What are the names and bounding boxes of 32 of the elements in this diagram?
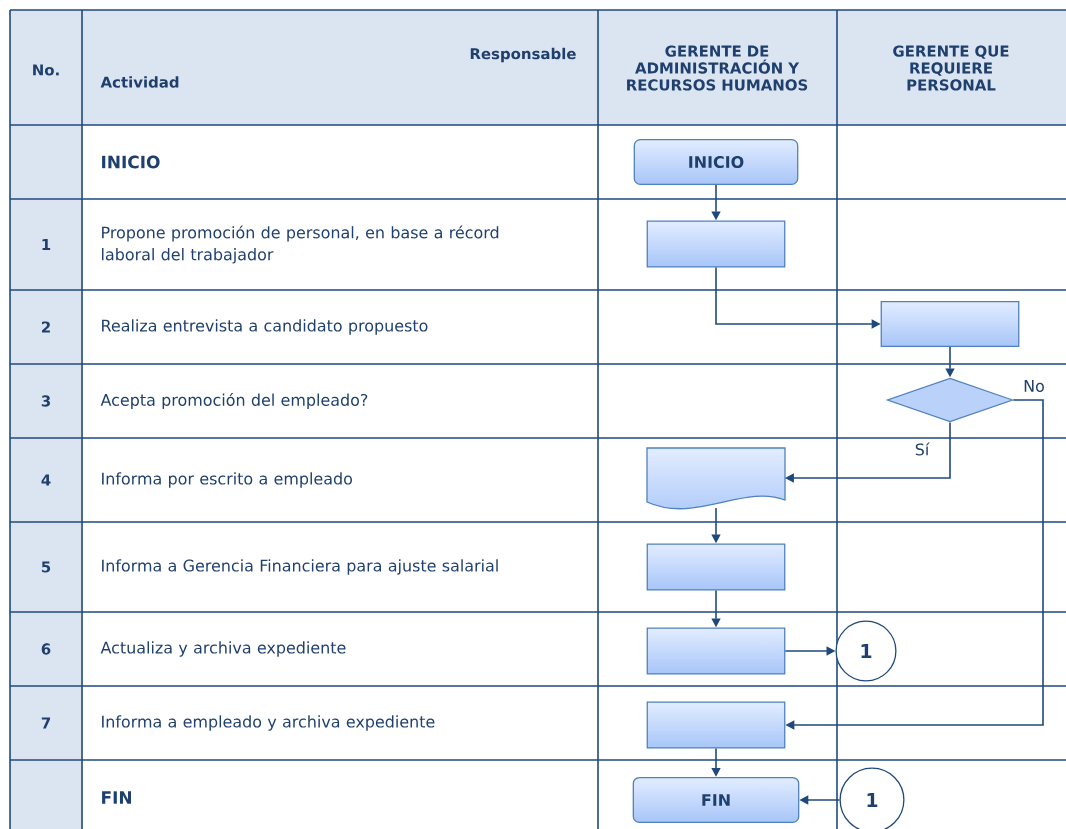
process-box (646, 220, 786, 268)
document-shape (646, 447, 786, 510)
column-header: Responsable (470, 47, 576, 63)
edge-label: Sí (913, 441, 931, 457)
activity-text: Informa por escrito a empleado (102, 472, 353, 488)
process-box (646, 627, 786, 675)
terminal-box: FIN (632, 776, 800, 824)
activity-text: INICIO (102, 155, 160, 169)
column-header: No. (33, 64, 59, 76)
activity-text: Acepta promoción del empleado? (100, 392, 368, 410)
row-number: 2 (42, 321, 50, 333)
process-box (646, 543, 786, 591)
row-number: 6 (41, 643, 51, 655)
row-number: 1 (42, 239, 51, 250)
activity-text: Informa a empleado y archiva expediente (102, 715, 435, 731)
activity-text: Realiza entrevista a candidato propuesto (102, 319, 428, 335)
process-box (646, 701, 786, 749)
edge-label: No (1022, 379, 1046, 393)
column-header: Actividad (100, 76, 179, 88)
column-header: GERENTE QUE REQUIERE PERSONAL (893, 45, 1009, 91)
row-number: 7 (41, 717, 50, 729)
column-header: GERENTE DE ADMINISTRACIÓN Y RECURSOS HUMANOS (627, 45, 808, 91)
activity-text: FIN (102, 791, 131, 804)
arrow (785, 421, 951, 483)
activity-text: Actualiza y archiva expediente (100, 641, 346, 657)
row-number: 4 (41, 474, 51, 486)
row-number: 5 (41, 561, 51, 573)
activity-text: Informa a Gerencia Financiera para ajuste salarial (102, 559, 498, 575)
process-box (880, 300, 1020, 348)
terminal-box: INICIO (633, 138, 799, 186)
activity-text: Propone promoción de personal, en base a récord laboral del trabajador (102, 225, 499, 264)
row-number: 3 (41, 395, 50, 407)
